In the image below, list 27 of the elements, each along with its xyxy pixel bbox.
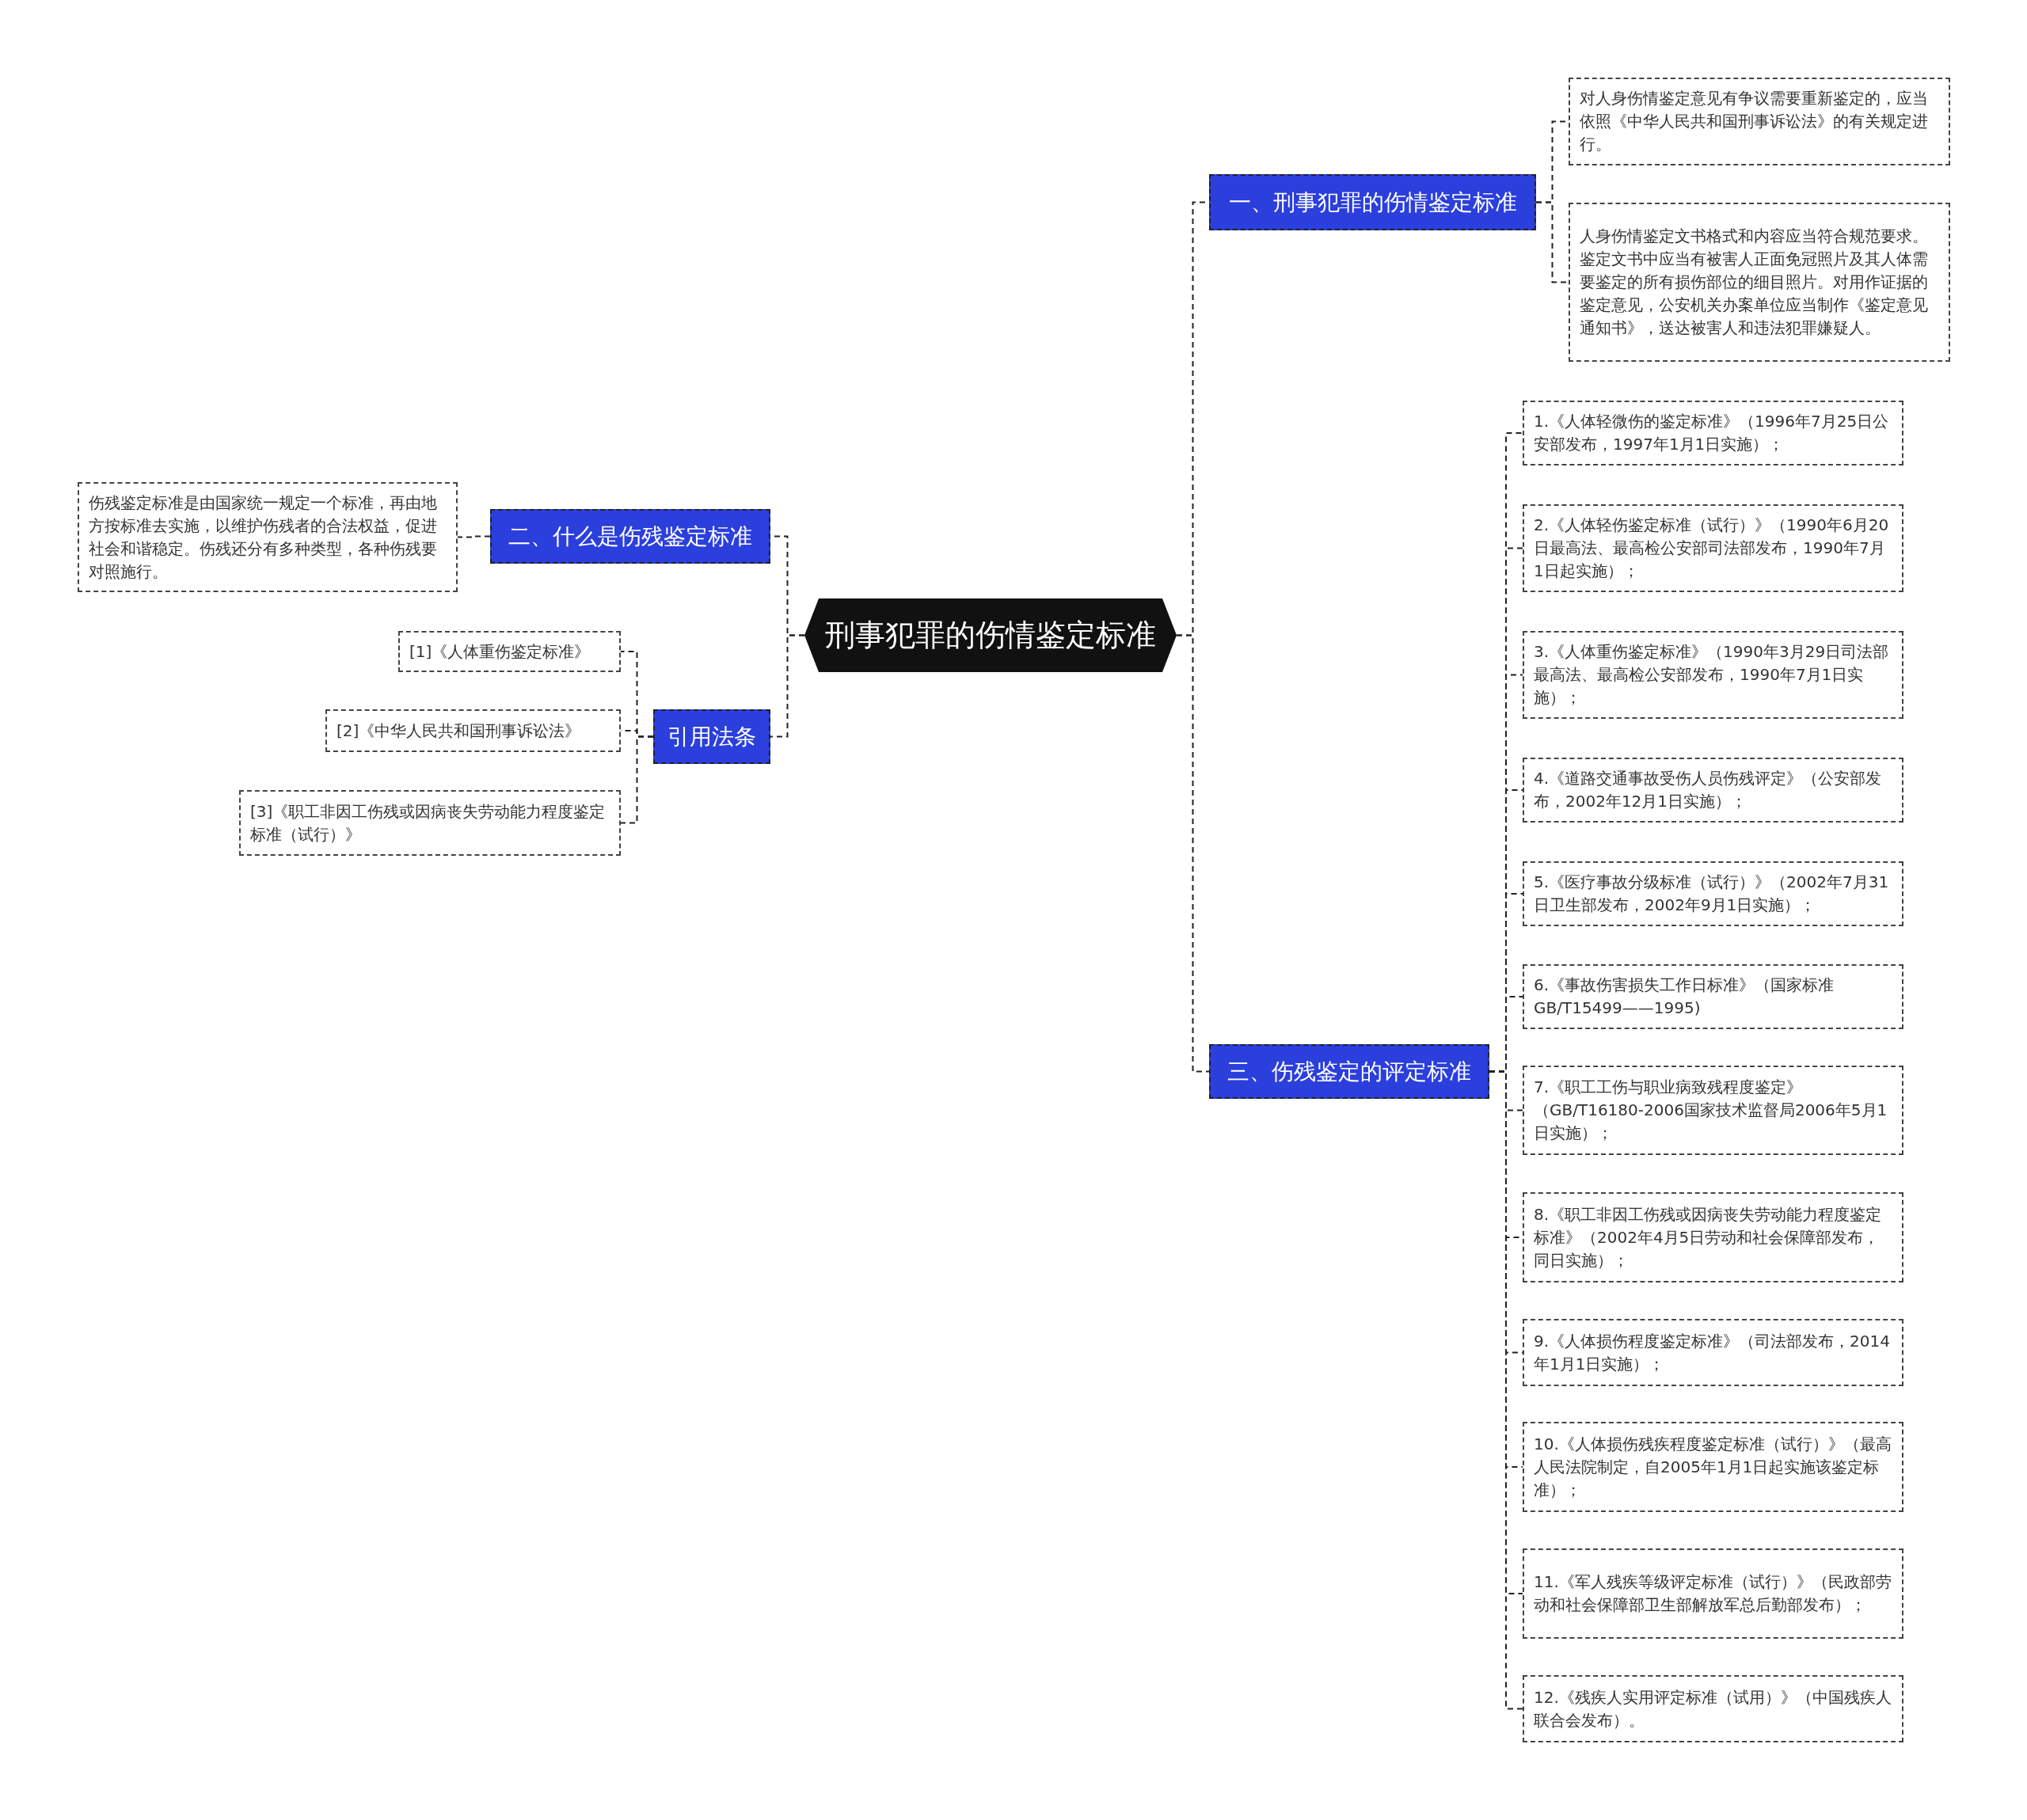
note-box: [1]《人体重伤鉴定标准》 bbox=[398, 631, 621, 672]
note-box: 12.《残疾人实用评定标准（试用）》（中国残疾人联合会发布）。 bbox=[1523, 1675, 1903, 1742]
note-box: 5.《医疗事故分级标准（试行）》（2002年7月31日卫生部发布，2002年9月1日实施）； bbox=[1523, 861, 1903, 926]
note-box: 1.《人体轻微伤的鉴定标准》（1996年7月25日公安部发布，1997年1月1日实施）； bbox=[1523, 401, 1903, 465]
note-box: 4.《道路交通事故受伤人员伤残评定》（公安部发布，2002年12月1日实施）； bbox=[1523, 758, 1903, 823]
connector-line bbox=[457, 535, 491, 538]
topic-title: 刑事犯罪的伤情鉴定标准 bbox=[825, 617, 1156, 654]
note-box: 对人身伤情鉴定意见有争议需要重新鉴定的，应当依照《中华人民共和国刑事诉讼法》的有关规定进行。 bbox=[1569, 78, 1950, 165]
note-box: 10.《人体损伤残疾程度鉴定标准（试行）》（最高人民法院制定，自2005年1月1日起实施该鉴定标准）； bbox=[1523, 1422, 1903, 1512]
connector-line bbox=[620, 735, 654, 824]
note-box: 8.《职工非因工伤残或因病丧失劳动能力程度鉴定标准》（2002年4月5日劳动和社会保障部发布，同日实施）； bbox=[1523, 1192, 1903, 1282]
connector-line bbox=[1176, 634, 1210, 1073]
topic-box: 三、伤残鉴定的评定标准 bbox=[1209, 1044, 1489, 1099]
note-box: 3.《人体重伤鉴定标准》（1990年3月29日司法部最高法、最高检公安部发布，1990年7月1日实施）； bbox=[1523, 631, 1903, 719]
note-box: 6.《事故伤害损失工作日标准》（国家标准GB/T15499——1995) bbox=[1523, 964, 1903, 1029]
topic-box: 引用法条 bbox=[653, 709, 770, 764]
note-box: 伤残鉴定标准是由国家统一规定一个标准，再由地方按标准去实施，以维护伤残者的合法权益，促进社会和谐稳定。伤残还分有多种类型，各种伤残要对照施行。 bbox=[78, 482, 458, 592]
note-box: 人身伤情鉴定文书格式和内容应当符合规范要求。鉴定文书中应当有被害人正面免冠照片及其人体需要鉴定的所有损伤部位的细目照片。对用作证据的鉴定意见，公安机关办案单位应当制作《鉴定意见通知书》，送达被害人和违法犯罪嫌疑人。 bbox=[1569, 203, 1950, 362]
note-box: [2]《中华人民共和国刑事诉讼法》 bbox=[325, 709, 621, 752]
note-box: 11.《军人残疾等级评定标准（试行）》（民政部劳动和社会保障部卫生部解放军总后勤部发布）； bbox=[1523, 1548, 1903, 1639]
connector-line bbox=[770, 634, 805, 738]
note-box: 9.《人体损伤程度鉴定标准》（司法部发布，2014年1月1日实施）； bbox=[1523, 1319, 1903, 1386]
topic-box: 一、刑事犯罪的伤情鉴定标准 bbox=[1209, 174, 1536, 230]
note-box: 2.《人体轻伤鉴定标准（试行）》（1990年6月20日最高法、最高检公安部司法部发布，1990年7月1日起实施）； bbox=[1523, 504, 1903, 592]
topic-box: 二、什么是伤残鉴定标准 bbox=[490, 509, 770, 564]
note-box: 7.《职工工伤与职业病致残程度鉴定》（GB/T16180-2006国家技术监督局2006年5月1日实施）； bbox=[1523, 1066, 1903, 1155]
note-box: [3]《职工非因工伤残或因病丧失劳动能力程度鉴定标准（试行）》 bbox=[239, 790, 621, 856]
